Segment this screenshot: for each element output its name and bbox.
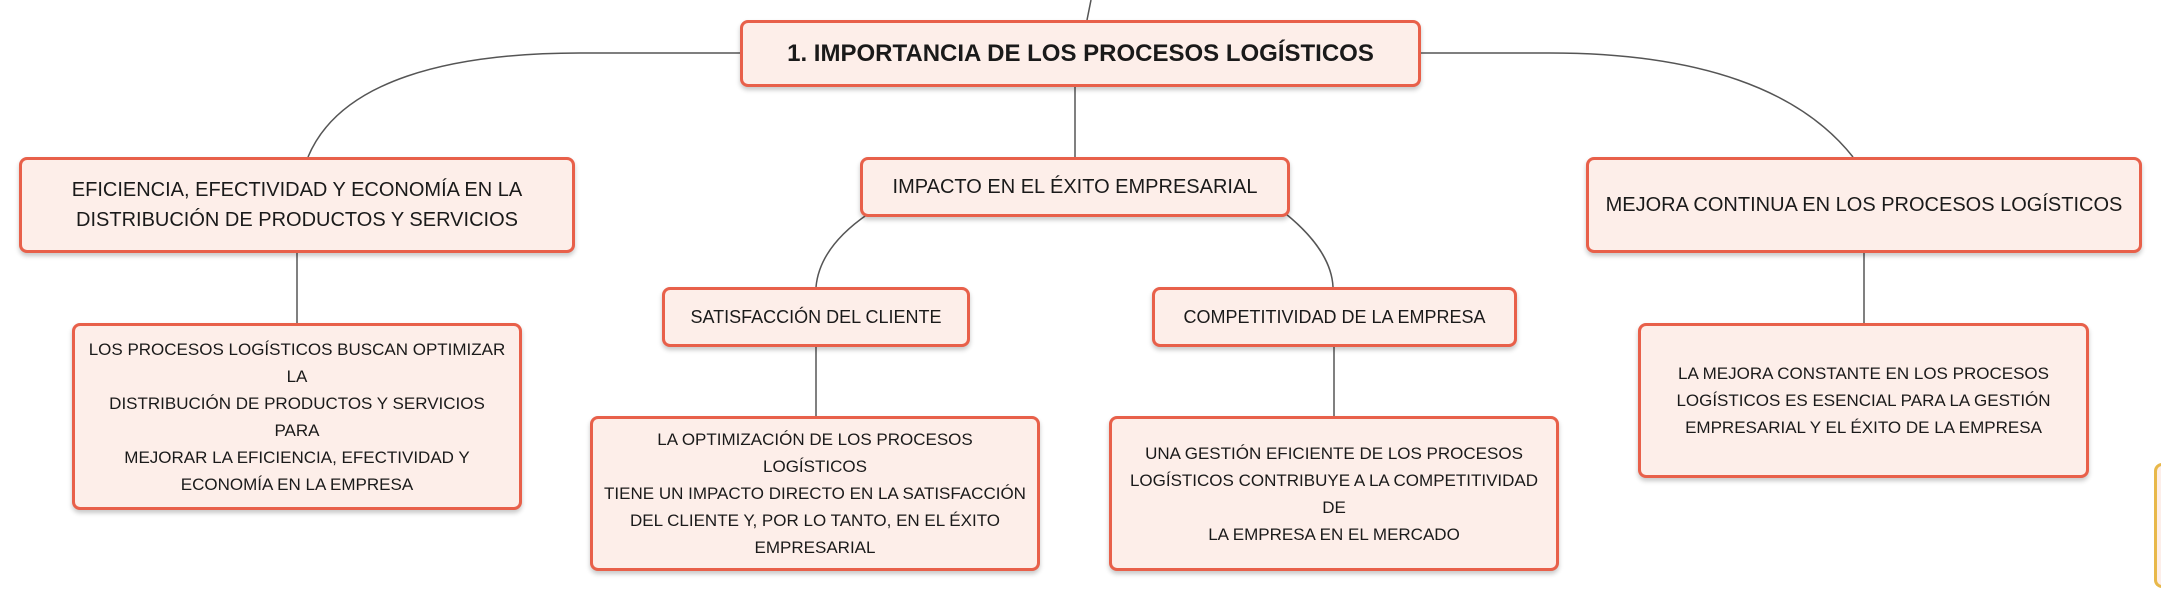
topic-impacto-label: IMPACTO EN EL ÉXITO EMPRESARIAL <box>892 176 1258 198</box>
detail-mejora-text: LA MEJORA CONSTANTE EN LOS PROCESOS LOGÍ… <box>1676 364 2051 437</box>
topic-eficiencia[interactable]: EFICIENCIA, EFECTIVIDAD Y ECONOMÍA EN LA… <box>19 157 575 253</box>
detail-eficiencia-text: LOS PROCESOS LOGÍSTICOS BUSCAN OPTIMIZAR… <box>88 339 506 494</box>
topic-mejora-label: MEJORA CONTINUA EN LOS PROCESOS LOGÍSTIC… <box>1605 194 2123 216</box>
connector-root-to-mejora <box>1421 52 1854 158</box>
detail-satisfaccion-text: LA OPTIMIZACIÓN DE LOS PROCESOS LOGÍSTIC… <box>604 430 1026 557</box>
detail-eficiencia[interactable]: LOS PROCESOS LOGÍSTICOS BUSCAN OPTIMIZAR… <box>72 323 522 510</box>
offscreen-node-edge <box>2154 463 2161 588</box>
connector-root-to-eficiencia <box>307 52 740 158</box>
topic-satisfaccion-label: SATISFACCIÓN DEL CLIENTE <box>690 306 942 327</box>
root-topic[interactable]: 1. IMPORTANCIA DE LOS PROCESOS LOGÍSTICO… <box>740 20 1421 87</box>
connector-root-top <box>1086 0 1092 21</box>
topic-competitividad-label: COMPETITIVIDAD DE LA EMPRESA <box>1183 306 1486 327</box>
connector-impacto-to-satisfaccion <box>815 213 869 288</box>
detail-mejora[interactable]: LA MEJORA CONSTANTE EN LOS PROCESOS LOGÍ… <box>1638 323 2089 478</box>
topic-impacto[interactable]: IMPACTO EN EL ÉXITO EMPRESARIAL <box>860 157 1290 217</box>
detail-satisfaccion[interactable]: LA OPTIMIZACIÓN DE LOS PROCESOS LOGÍSTIC… <box>590 416 1040 571</box>
detail-competitividad[interactable]: UNA GESTIÓN EFICIENTE DE LOS PROCESOS LO… <box>1109 416 1559 571</box>
detail-competitividad-text: UNA GESTIÓN EFICIENTE DE LOS PROCESOS LO… <box>1129 443 1539 544</box>
connector-impacto-to-competitividad <box>1285 213 1334 288</box>
topic-mejora[interactable]: MEJORA CONTINUA EN LOS PROCESOS LOGÍSTIC… <box>1586 157 2142 253</box>
topic-eficiencia-label: EFICIENCIA, EFECTIVIDAD Y ECONOMÍA EN LA… <box>71 179 523 231</box>
topic-competitividad[interactable]: COMPETITIVIDAD DE LA EMPRESA <box>1152 287 1517 347</box>
root-topic-label: 1. IMPORTANCIA DE LOS PROCESOS LOGÍSTICO… <box>787 39 1374 67</box>
topic-satisfaccion[interactable]: SATISFACCIÓN DEL CLIENTE <box>662 287 970 347</box>
